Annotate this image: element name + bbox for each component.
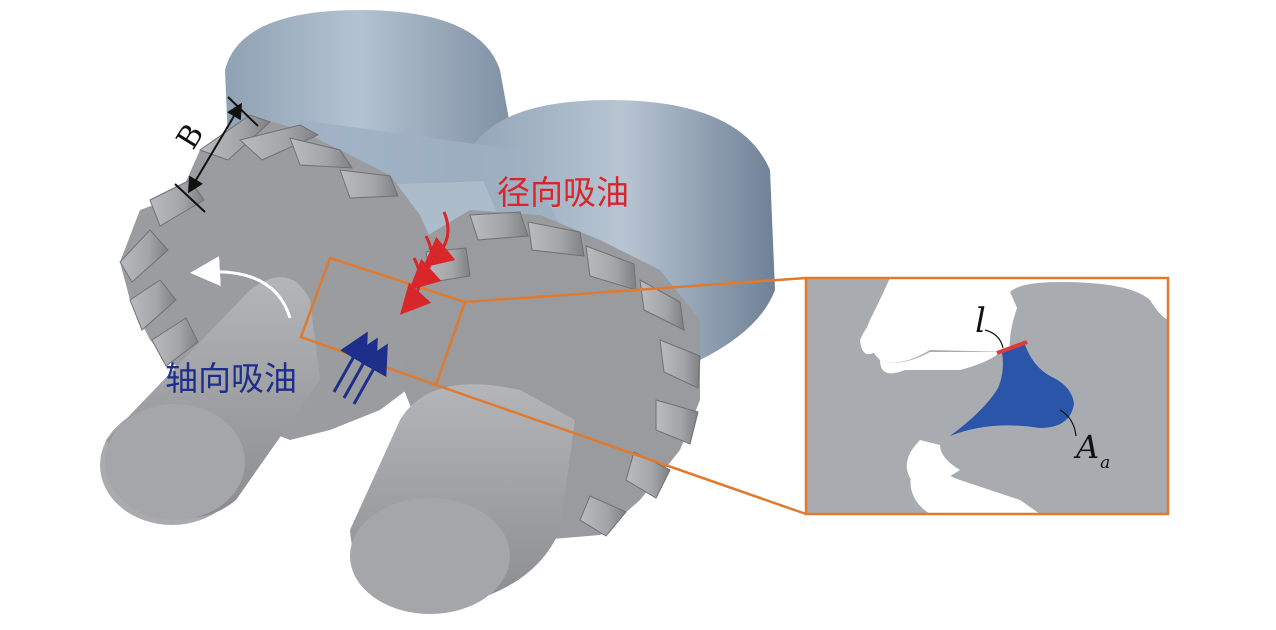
radial-suction-arrows	[399, 211, 456, 315]
trapped-area	[950, 342, 1074, 436]
zoom-line-bottom	[435, 383, 807, 516]
rotation-arrow	[190, 256, 292, 319]
zoom-line-top	[464, 276, 807, 304]
area-subscript: a	[1100, 453, 1111, 473]
axial-suction-arrows	[332, 331, 388, 405]
zoom-frame	[804, 276, 1170, 516]
area-symbol: A	[1076, 428, 1100, 466]
inset-gap-top	[806, 278, 1168, 363]
area-label: Aa	[1076, 431, 1110, 472]
zoom-inset	[804, 276, 1170, 516]
edge-length-line	[996, 340, 1028, 355]
axial-suction-label: 轴向吸油	[165, 359, 297, 398]
width-dimension	[174, 96, 259, 213]
right-shaft-end	[350, 498, 510, 614]
edge-length-label: l	[975, 301, 986, 341]
radial-suction-label: 径向吸油	[497, 173, 629, 212]
right-gear	[350, 210, 701, 614]
